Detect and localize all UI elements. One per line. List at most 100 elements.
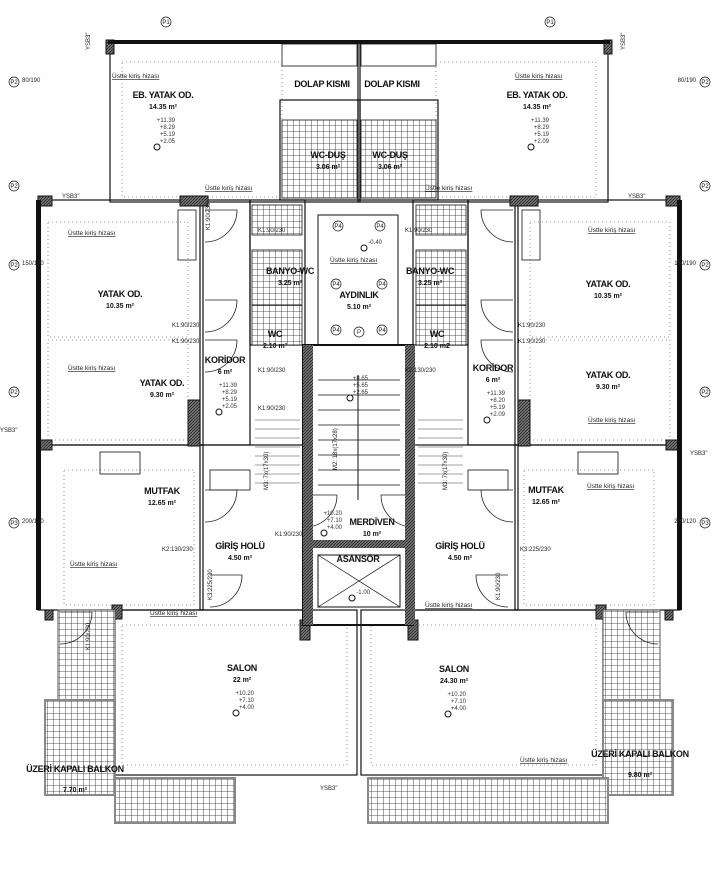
window-tag-circle [699, 180, 711, 192]
room-name: ÜZERİ KAPALI BALKON [591, 749, 689, 759]
room-area: 6 m² [218, 369, 233, 376]
door-swing [204, 209, 238, 243]
door-swing [480, 299, 514, 333]
column [179, 195, 209, 207]
elevation-value: +8.65 [353, 376, 369, 382]
elevation-value: +4.00 [239, 705, 255, 711]
door-swing [625, 611, 659, 645]
beam-line [435, 61, 597, 198]
room-name: YATAK OD. [586, 279, 631, 289]
room-name: GİRİŞ HOLÜ [215, 541, 265, 551]
room-area: 5.10 m² [347, 304, 372, 311]
window-tag: P3 [8, 517, 20, 529]
beam-line [121, 61, 283, 198]
door-code: K1:90/230 [496, 572, 502, 600]
exterior-wall [677, 200, 682, 610]
room-outline [514, 444, 681, 611]
elevation-value: +2.05 [222, 404, 238, 410]
room-area: 4.50 m² [448, 555, 473, 562]
elevation-value: +2.05 [160, 139, 176, 145]
room-area: 3.06 m² [378, 164, 403, 171]
room-name: WC [268, 329, 283, 339]
beam-note: Üstte kiriş hizası [68, 229, 116, 237]
exterior-wall [36, 200, 41, 610]
room-name: ASANSÖR [337, 554, 381, 564]
room-name: YATAK OD. [98, 289, 143, 299]
fixture [521, 209, 541, 261]
room-area: 9.30 m² [150, 392, 175, 399]
level-marker-icon [348, 594, 356, 602]
door-swing [59, 611, 93, 645]
beam-note: Üstte kiriş hizası [112, 72, 160, 80]
door-swing [204, 339, 238, 373]
window-tag: P4 [332, 220, 344, 232]
core-wall [405, 345, 415, 625]
room-label: BANYO-WC3.25 m² [266, 266, 315, 287]
wet-area-tiles [415, 304, 467, 346]
window-tag: P4 [376, 278, 388, 290]
room-label: +8.65+5.65+2.65 [346, 376, 369, 402]
room-name: MERDİVEN [349, 517, 394, 527]
elevation-value: +4.00 [451, 706, 467, 712]
ysb-tag: YSB3" [628, 194, 645, 200]
room-label: YATAK OD. 9.30 m² [140, 378, 185, 399]
room-label: WC2.10 m² [263, 329, 288, 350]
exterior-wall [108, 40, 360, 44]
elevation-value: +7.10 [327, 518, 343, 524]
room-name: BANYO-WC [266, 266, 315, 276]
window-tag-label: P4 [334, 224, 342, 230]
window-tag-label: P2 [10, 263, 18, 269]
balcony-tiles [114, 777, 236, 824]
window-size: 80/190 [678, 78, 697, 84]
elevator-shaft [317, 554, 401, 608]
core-wall [303, 540, 415, 548]
beam-line [63, 469, 195, 606]
beam-note: Üstte kiriş hizası [68, 364, 116, 372]
window-tag-circle [8, 386, 20, 398]
window-tag-label: P4 [378, 328, 386, 334]
room-name: BANYO-WC [406, 266, 455, 276]
fixture [177, 209, 197, 261]
elevation-value: +5.19 [490, 405, 506, 411]
window-tag-circle [374, 220, 386, 232]
elevation-value: +2.09 [534, 139, 550, 145]
column [509, 195, 539, 207]
balcony-tiles [367, 777, 609, 824]
room-name: MUTFAK [528, 485, 564, 495]
balcony-tiles [44, 699, 116, 796]
door-code: K1:90/230 [258, 406, 286, 412]
balcony-tiles [602, 609, 661, 706]
window-tag-label: P2 [701, 390, 709, 396]
ysb-tag: YSB3" [320, 786, 337, 792]
window-tag-circle [699, 386, 711, 398]
window-tag-circle [160, 16, 172, 28]
window-tag: P4 [330, 278, 342, 290]
room-area: 10.35 m² [594, 293, 623, 300]
elevation-value: -0.40 [368, 240, 382, 246]
elevation-value: +5.19 [222, 397, 238, 403]
beam-note: Üstte kiriş hizası [70, 560, 118, 568]
room-name: YATAK OD. [140, 378, 185, 388]
room-label: ASANSÖR-1.00 [337, 554, 381, 602]
wet-area-tiles [415, 249, 467, 306]
door-code: K1:90/230 [206, 202, 212, 230]
wet-area-tiles [281, 119, 358, 199]
window-tag-label: P4 [332, 282, 340, 288]
window-tag-label: P3 [10, 521, 18, 527]
window-size: 150/190 [674, 261, 696, 267]
ysb-tag: YSB3" [86, 33, 92, 50]
window-tag-circle [332, 220, 344, 232]
fixture [281, 43, 358, 67]
room-name: YATAK OD. [586, 370, 631, 380]
room-name: MUTFAK [144, 486, 180, 496]
room-area: 6 m² [486, 377, 501, 384]
room-name: DOLAP KISMI [364, 79, 420, 89]
window-tag-label: P2 [701, 80, 709, 86]
window-tag-label: P4 [376, 224, 384, 230]
door-code: K1:90/230 [172, 323, 200, 329]
window-tag: P2 [8, 386, 20, 398]
beam-note: Üstte kiriş hizası [205, 184, 253, 192]
